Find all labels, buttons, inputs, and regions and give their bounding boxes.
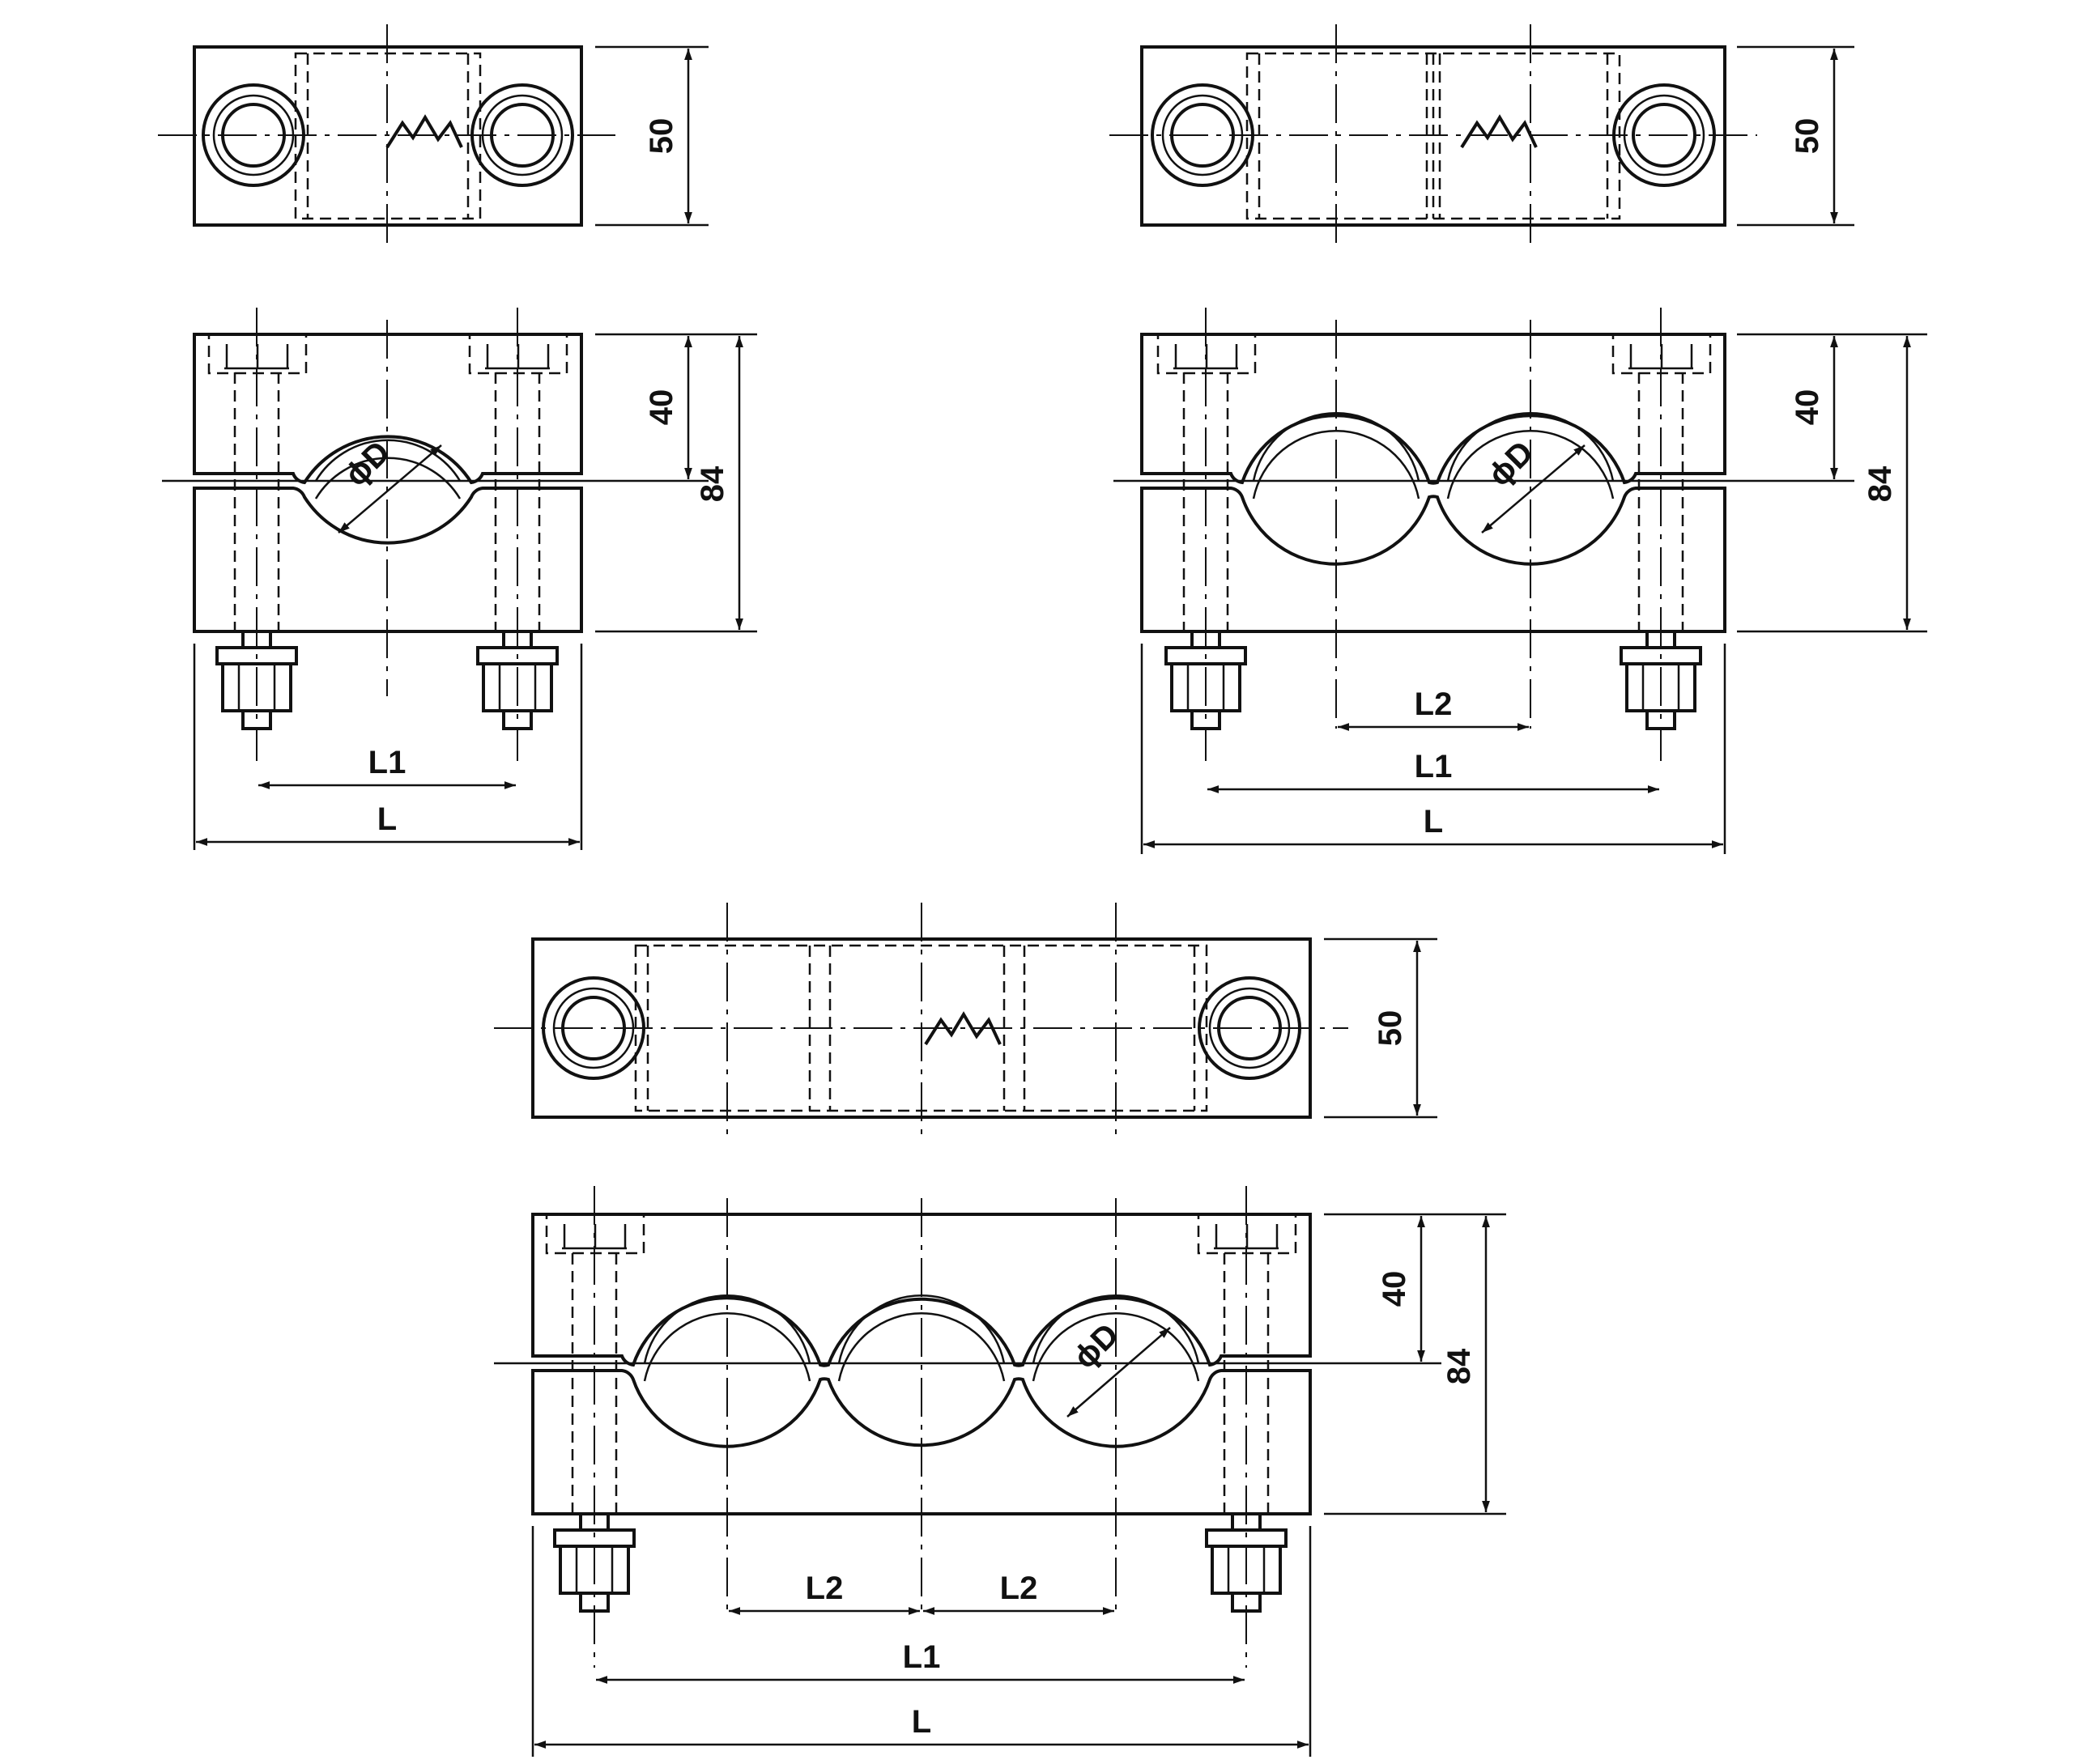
bolt-head-left — [542, 976, 645, 1080]
dim-L: L — [1140, 644, 1726, 854]
double-clamp-drawing: 50 — [1109, 24, 1927, 854]
dim-L1: L1 — [258, 745, 516, 789]
bolt-head-right — [470, 83, 574, 187]
dim-label-L1: L1 — [903, 1639, 941, 1675]
single-side-view: ϕD 40 84 L1 L — [162, 308, 757, 850]
bolt-right — [468, 308, 568, 761]
dim-label-L2: L2 — [1415, 686, 1453, 722]
bolt-left — [545, 1186, 645, 1668]
bolt-right — [1611, 308, 1712, 761]
double-side-view: ϕD 40 84 L2 L1 — [1113, 308, 1927, 854]
dim-height-50: 50 — [1324, 937, 1437, 1119]
logo-mark — [924, 1011, 1002, 1046]
dim-L1: L1 — [596, 1639, 1245, 1684]
bolt-head-left — [1151, 83, 1254, 187]
dim-label-84: 84 — [695, 465, 730, 502]
bolt-head-left — [202, 83, 305, 187]
dim-label-L1: L1 — [368, 745, 407, 780]
logo-mark — [385, 114, 463, 149]
dim-diameter: ϕD — [1481, 434, 1586, 533]
dim-label-84: 84 — [1862, 465, 1898, 502]
dim-height-84: 84 — [1324, 1216, 1506, 1515]
dim-height-84: 84 — [1737, 336, 1927, 633]
dim-label-L: L — [377, 801, 397, 837]
triple-top-view: 50 — [494, 903, 1437, 1141]
dim-height-40: 40 — [1324, 1213, 1506, 1365]
bolt-head-right — [1198, 976, 1301, 1080]
dim-label-40: 40 — [1377, 1271, 1412, 1307]
dim-label-L1: L1 — [1415, 749, 1453, 784]
dim-label-40: 40 — [1790, 389, 1825, 426]
dim-label-L2: L2 — [1000, 1571, 1038, 1606]
dim-height-50: 50 — [1737, 45, 1854, 227]
logo-mark — [1460, 114, 1538, 149]
bolt-left — [207, 308, 308, 761]
double-top-view: 50 — [1109, 24, 1854, 247]
diameter-label: ϕD — [338, 434, 397, 493]
dim-height-84: 84 — [595, 336, 757, 633]
dim-L2: L2 — [1338, 686, 1529, 731]
triple-clamp-drawing: 50 — [494, 903, 1506, 1757]
triple-side-view: ϕD 40 84 L2 L2 L1 — [494, 1186, 1506, 1757]
dim-label-L: L — [1424, 804, 1443, 839]
dim-height-40: 40 — [595, 333, 757, 482]
dim-label-50: 50 — [644, 118, 679, 155]
single-clamp-drawing: 50 — [158, 24, 757, 850]
dim-label-84: 84 — [1441, 1348, 1477, 1384]
diameter-label: ϕD — [1481, 434, 1540, 493]
dim-L1: L1 — [1207, 749, 1659, 793]
dim-L: L — [193, 644, 583, 850]
dim-height-40: 40 — [1737, 333, 1927, 482]
dim-label-L2: L2 — [806, 1571, 844, 1606]
dim-L2-second: L2 — [923, 1571, 1114, 1615]
bolt-head-right — [1612, 83, 1716, 187]
dim-height-50: 50 — [595, 45, 709, 227]
single-top-view: 50 — [158, 24, 709, 247]
dim-label-50: 50 — [1373, 1010, 1408, 1047]
dim-label-40: 40 — [644, 389, 679, 426]
bolt-right — [1197, 1186, 1297, 1668]
diameter-label: ϕD — [1066, 1316, 1126, 1375]
dim-L2-first: L2 — [729, 1571, 920, 1615]
dim-label-L: L — [912, 1704, 931, 1740]
dim-diameter: ϕD — [1066, 1316, 1171, 1418]
dim-L: L — [531, 1526, 1312, 1757]
bolt-left — [1156, 308, 1257, 761]
dim-label-50: 50 — [1790, 118, 1825, 155]
